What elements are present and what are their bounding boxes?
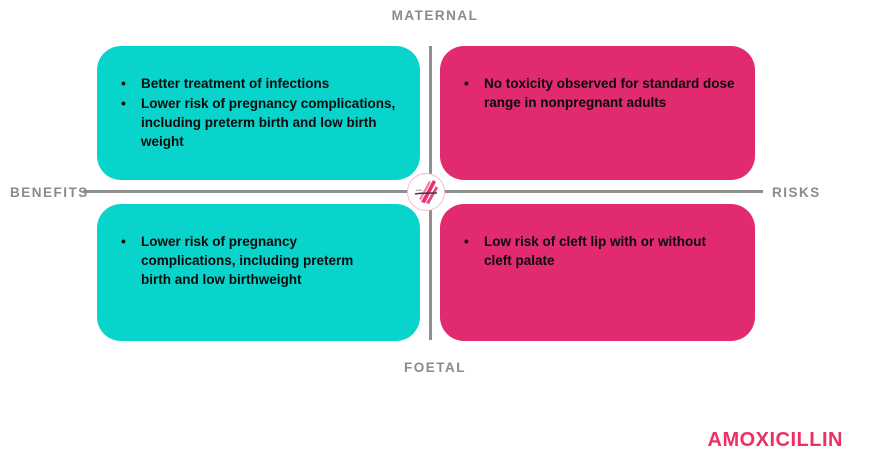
brand-logo-icon <box>407 173 445 211</box>
quadrant-maternal-risks: No toxicity observed for standard dose r… <box>440 46 755 180</box>
quadrant-maternal-benefits: Better treatment of infections Lower ris… <box>97 46 420 180</box>
list-item: Better treatment of infections <box>119 74 400 93</box>
list-item: No toxicity observed for standard dose r… <box>462 74 735 112</box>
drug-title: AMOXICILLIN <box>707 429 843 451</box>
brand-logo-badge <box>407 173 445 211</box>
foetal-risks-list: Low risk of cleft lip with or without cl… <box>462 232 735 270</box>
axis-label-maternal: MATERNAL <box>391 8 479 23</box>
axis-label-foetal: FOETAL <box>404 360 466 375</box>
maternal-benefits-list: Better treatment of infections Lower ris… <box>119 74 400 151</box>
axis-label-benefits: BENEFITS <box>10 185 89 200</box>
list-item: Lower risk of pregnancy complications, i… <box>119 232 379 289</box>
list-item: Lower risk of pregnancy complications, i… <box>119 94 400 151</box>
axis-label-risks: RISKS <box>772 185 821 200</box>
list-item: Low risk of cleft lip with or without cl… <box>462 232 735 270</box>
maternal-risks-list: No toxicity observed for standard dose r… <box>462 74 735 112</box>
quadrant-foetal-benefits: Lower risk of pregnancy complications, i… <box>97 204 420 341</box>
quadrant-foetal-risks: Low risk of cleft lip with or without cl… <box>440 204 755 341</box>
foetal-benefits-list: Lower risk of pregnancy complications, i… <box>119 232 400 289</box>
